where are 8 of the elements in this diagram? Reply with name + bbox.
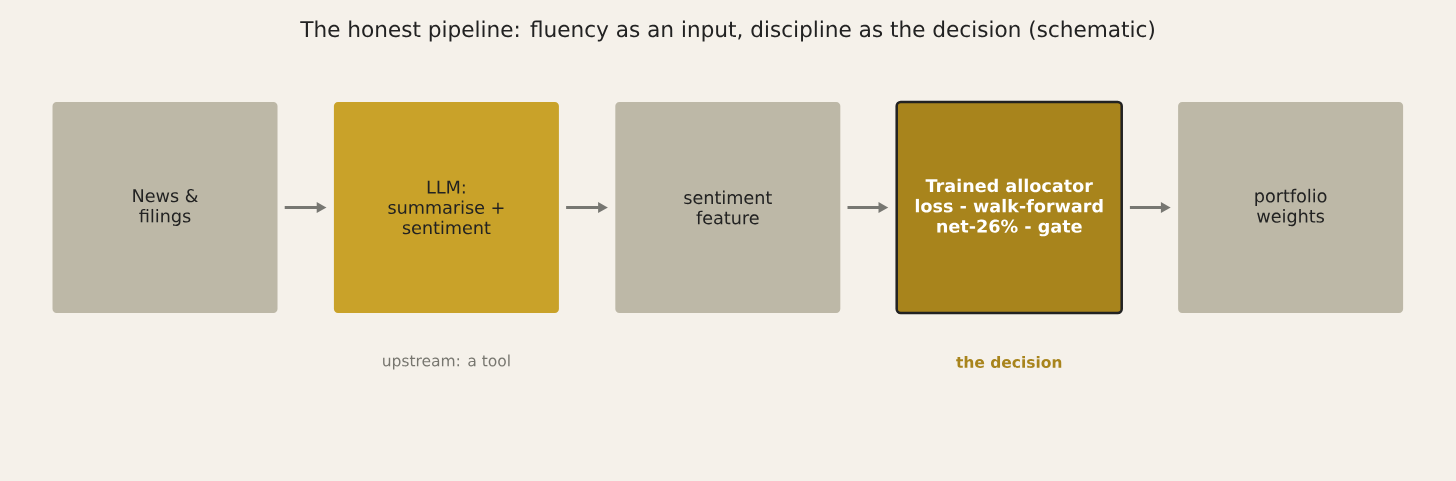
process-box: News & filings bbox=[52, 102, 278, 313]
process-box: LLM: summarise + sentiment bbox=[333, 102, 559, 313]
highlighted-box: Trained allocator loss - walk-forward net-26% - gate bbox=[895, 100, 1123, 315]
process-box: sentiment feature bbox=[615, 102, 841, 313]
box-caption: the decision bbox=[956, 356, 1062, 368]
box-caption: upstream: a tool bbox=[383, 354, 510, 370]
title: The honest pipeline: fluency as an input, discipline as the decision (schematic) bbox=[300, 20, 1154, 42]
process-box: portfolio weights bbox=[1178, 102, 1404, 313]
